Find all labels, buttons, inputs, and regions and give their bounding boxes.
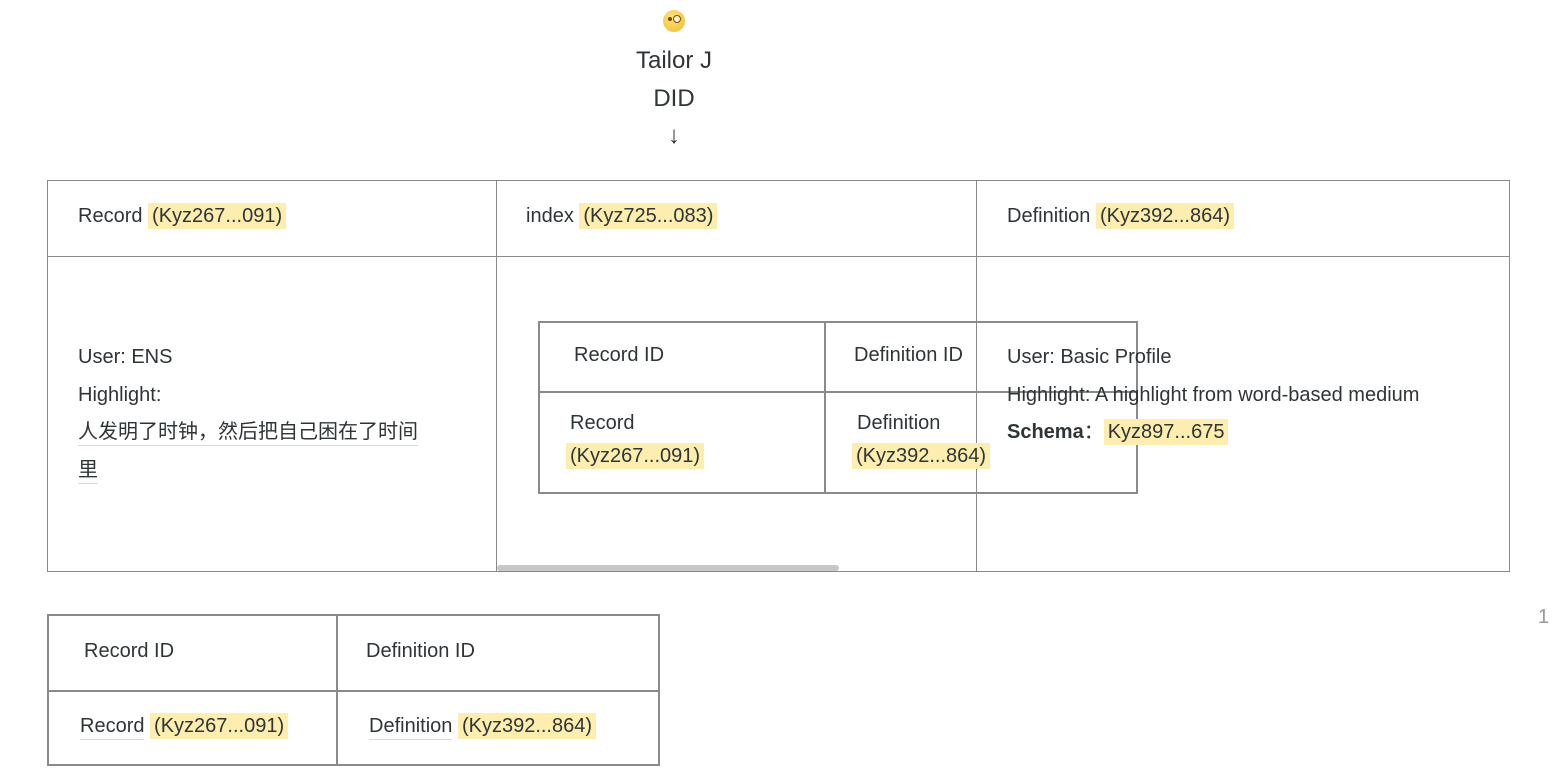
bottom-record-label: Record: [80, 715, 145, 740]
nested-header-record-id[interactable]: Record ID: [540, 323, 826, 393]
schema-separator: ：: [1083, 421, 1104, 443]
horizontal-scrollbar[interactable]: [497, 564, 975, 571]
user-subtitle: DID: [653, 85, 695, 112]
record-user: User: ENS: [78, 346, 173, 368]
definition-user: User: Basic Profile: [1007, 346, 1172, 368]
definition-highlight: Highlight: A highlight from word-based m…: [1007, 383, 1420, 406]
bottom-record-id: (Kyz267...091): [150, 713, 289, 739]
definition-schema: Schema：Kyz897...675: [1007, 414, 1427, 452]
record-highlight-text-2: 里: [78, 458, 98, 484]
nested-record-label: Record: [570, 412, 635, 434]
nested-header-definition-id[interactable]: Definition ID: [826, 323, 1138, 393]
header-definition-id: (Kyz392...864): [1095, 203, 1235, 229]
did-header: Tailor J DID ↓: [594, 8, 754, 154]
header-cell-definition[interactable]: Definition (Kyz392...864): [977, 181, 1510, 257]
user-name: Tailor J: [635, 47, 713, 74]
record-highlight-text-1: 人发明了时钟，然后把自己困在了时间: [78, 421, 418, 446]
bottom-definition-label: Definition: [369, 715, 453, 740]
header-record-label: Record: [78, 205, 143, 227]
nested-header-record-id-label: Record ID: [574, 344, 665, 366]
index-scroll-area[interactable]: Record ID Definition ID Record (Kyz267..…: [497, 257, 1138, 571]
bottom-record-value[interactable]: Record (Kyz267...091): [49, 692, 338, 766]
header-index-label: index: [526, 205, 574, 227]
scrollbar-thumb[interactable]: [497, 565, 839, 571]
bottom-definition-value[interactable]: Definition (Kyz392...864): [338, 692, 660, 766]
face-with-monocle-icon: [663, 10, 685, 32]
record-highlight-label: Highlight:: [78, 383, 162, 406]
bottom-table: Record ID Definition ID Record (Kyz267..…: [47, 614, 660, 766]
bottom-header-record-id[interactable]: Record ID: [49, 616, 338, 692]
nested-definition-id: (Kyz392...864): [852, 443, 991, 469]
definition-cell[interactable]: User: Basic Profile Highlight: A highlig…: [977, 257, 1510, 572]
bottom-definition-id: (Kyz392...864): [457, 713, 597, 739]
nested-record-value[interactable]: Record (Kyz267...091): [540, 393, 826, 494]
nested-definition-label: Definition: [857, 412, 941, 434]
header-index-id: (Kyz725...083): [579, 203, 718, 229]
nested-record-id: (Kyz267...091): [566, 443, 705, 469]
bottom-header-definition-id[interactable]: Definition ID: [338, 616, 660, 692]
schema-id: Kyz897...675: [1103, 419, 1229, 445]
bottom-header-record-id-label: Record ID: [84, 640, 175, 662]
schema-label: Schema: [1007, 421, 1084, 443]
main-table: Record (Kyz267...091) index (Kyz725...08…: [47, 180, 1510, 572]
bottom-header-definition-id-label: Definition ID: [366, 640, 475, 662]
record-cell[interactable]: User: ENS Highlight: 人发明了时钟，然后把自己困在了时间 里: [48, 257, 497, 572]
nested-header-definition-id-label: Definition ID: [854, 344, 963, 366]
page-number: 1: [1538, 606, 1550, 628]
header-definition-label: Definition: [1007, 205, 1091, 227]
index-cell[interactable]: Record ID Definition ID Record (Kyz267..…: [497, 257, 1138, 572]
header-record-id: (Kyz267...091): [148, 203, 287, 229]
arrow-down-icon: ↓: [668, 122, 680, 149]
header-cell-index[interactable]: index (Kyz725...083): [497, 181, 977, 257]
header-cell-record[interactable]: Record (Kyz267...091): [48, 181, 497, 257]
